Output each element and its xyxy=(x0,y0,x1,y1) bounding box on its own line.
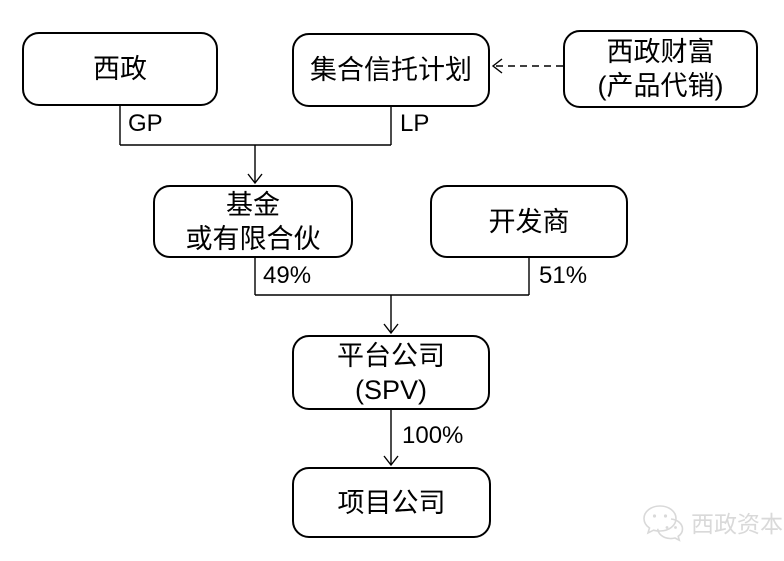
node-xizheng-label: 西政 xyxy=(93,54,147,84)
node-platform-spv-sublabel: (SPV) xyxy=(354,374,427,405)
edge-label-100pct: 100% xyxy=(402,422,464,449)
node-xizheng-wealth: 西政财富 (产品代销) xyxy=(563,30,758,108)
node-xizheng-wealth-sublabel: (产品代销) xyxy=(597,71,724,101)
node-platform-spv-label: 平台公司 xyxy=(337,340,445,371)
edge-label-lp: LP xyxy=(400,110,430,137)
node-trust-plan-label: 集合信托计划 xyxy=(310,55,472,85)
edge-label-gp: GP xyxy=(128,110,163,137)
node-project-company: 项目公司 xyxy=(292,467,491,538)
node-developer-label: 开发商 xyxy=(488,206,570,237)
watermark-text: 西政资本 xyxy=(691,510,783,537)
node-platform-spv: 平台公司 (SPV) xyxy=(292,335,490,410)
edge-label-49pct: 49% xyxy=(263,262,312,289)
wechat-icon xyxy=(643,505,684,542)
node-project-company-label: 项目公司 xyxy=(337,487,446,518)
watermark: 西政资本 xyxy=(638,501,783,547)
node-fund: 基金 或有限合伙 xyxy=(153,185,353,258)
node-trust-plan: 集合信托计划 xyxy=(292,33,490,107)
node-developer: 开发商 xyxy=(430,185,628,258)
node-fund-label: 基金 xyxy=(226,189,280,220)
node-xizheng: 西政 xyxy=(22,32,218,106)
node-xizheng-wealth-label: 西政财富 xyxy=(606,37,715,67)
edge-label-51pct: 51% xyxy=(539,262,588,289)
node-fund-sublabel: 或有限合伙 xyxy=(185,223,321,254)
